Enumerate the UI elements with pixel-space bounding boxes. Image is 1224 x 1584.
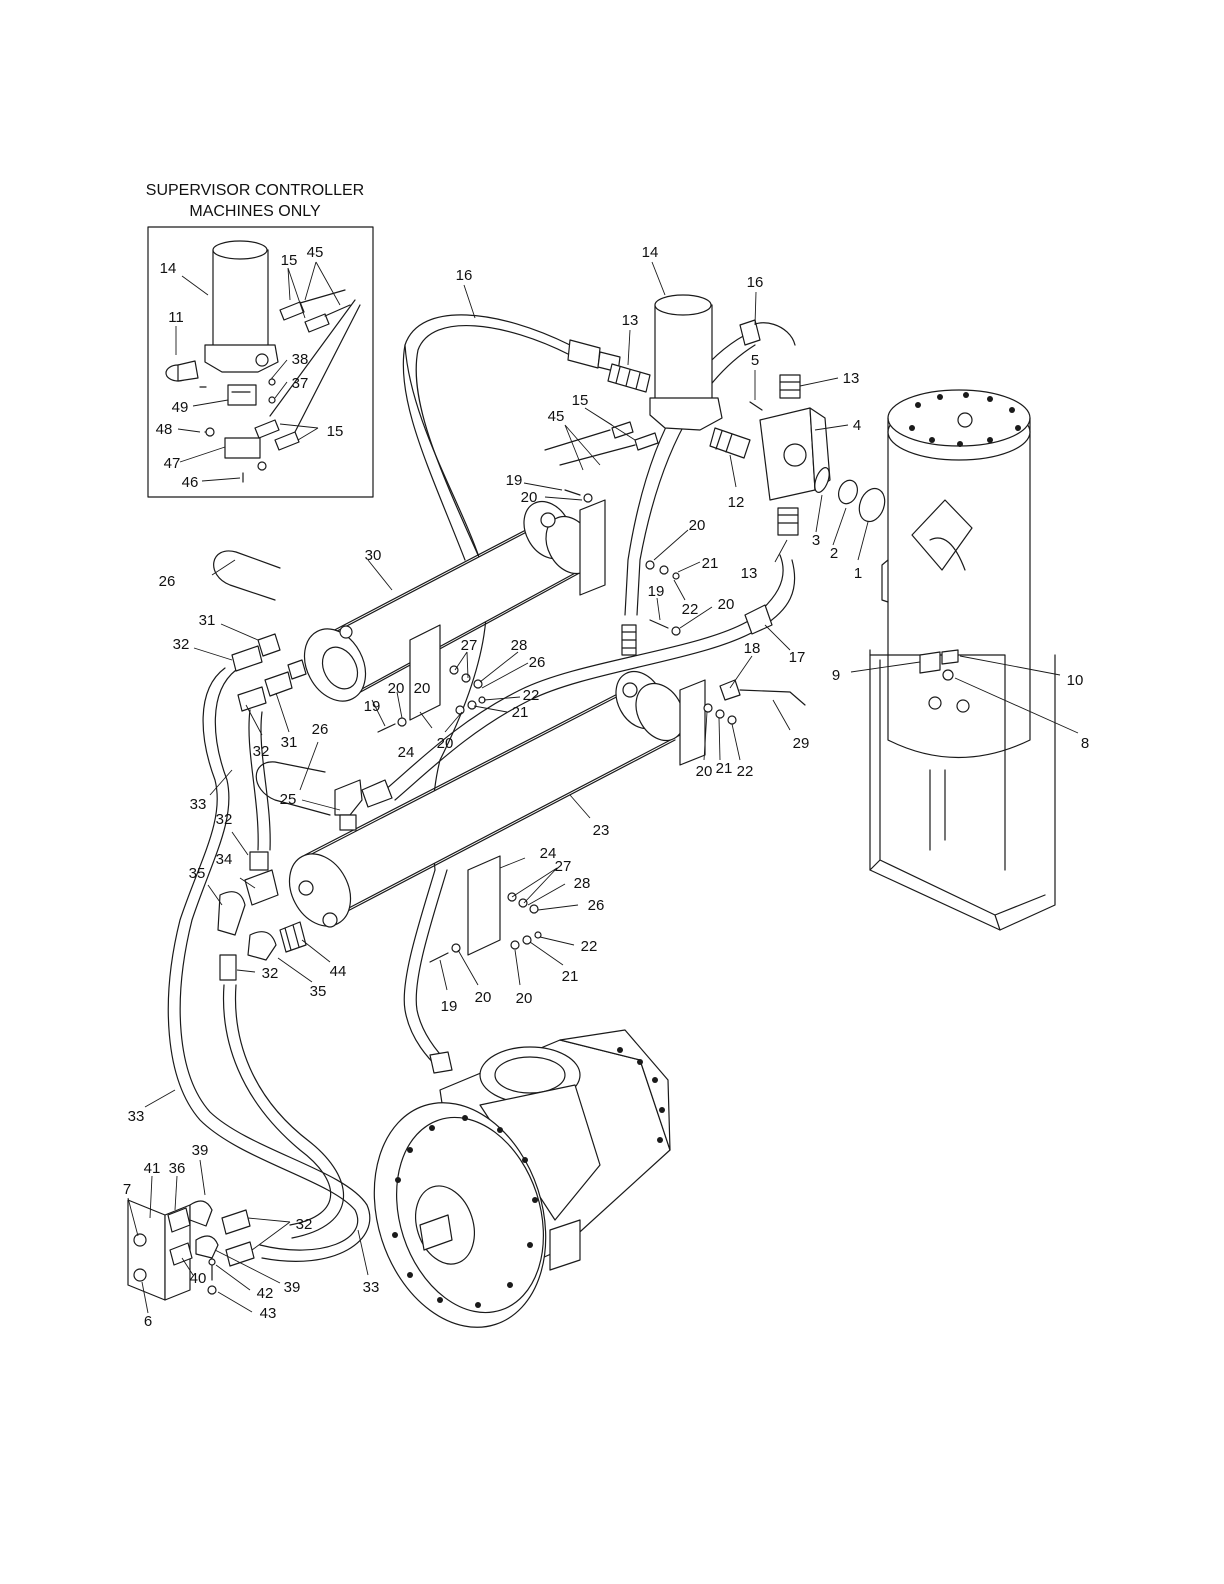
part-callout-35: 35 (189, 865, 206, 882)
part-callout-44: 44 (330, 963, 347, 980)
part-callout-47: 47 (164, 455, 181, 472)
inset-title-line2: MACHINES ONLY (189, 203, 321, 220)
part-callout-15: 15 (327, 423, 344, 440)
part-callout-35: 35 (310, 983, 327, 1000)
part-callout-9: 9 (832, 667, 840, 684)
part-callout-15: 15 (572, 392, 589, 409)
part-callout-13: 13 (622, 312, 639, 329)
part-callout-21: 21 (512, 704, 529, 721)
part-callout-46: 46 (182, 474, 199, 491)
part-callout-37: 37 (292, 375, 309, 392)
part-callout-10: 10 (1067, 672, 1084, 689)
part-callout-40: 40 (190, 1270, 207, 1287)
part-callout-18: 18 (744, 640, 761, 657)
part-callout-30: 30 (365, 547, 382, 564)
part-callout-33: 33 (190, 796, 207, 813)
part-callout-34: 34 (216, 851, 233, 868)
part-callout-22: 22 (682, 601, 699, 618)
inset-title-line1: SUPERVISOR CONTROLLER (146, 182, 364, 199)
part-callout-7: 7 (123, 1181, 131, 1198)
part-callout-33: 33 (128, 1108, 145, 1125)
part-callout-21: 21 (702, 555, 719, 572)
heat-exchanger-upper (292, 493, 605, 720)
part-callout-15: 15 (281, 252, 298, 269)
part-callout-32: 32 (173, 636, 190, 653)
part-callout-27: 27 (461, 637, 478, 654)
part-callout-21: 21 (716, 760, 733, 777)
part-callout-19: 19 (506, 472, 523, 489)
part-callout-1: 1 (854, 565, 862, 582)
part-callout-14: 14 (160, 260, 177, 277)
part-callout-26: 26 (588, 897, 605, 914)
part-callout-22: 22 (737, 763, 754, 780)
part-callout-24: 24 (398, 744, 415, 761)
part-callout-3: 3 (812, 532, 820, 549)
part-callout-16: 16 (747, 274, 764, 291)
part-callout-22: 22 (581, 938, 598, 955)
part-callout-20: 20 (414, 680, 431, 697)
part-callout-45: 45 (307, 244, 324, 261)
inset-filter-drawing (166, 241, 360, 482)
part-callout-38: 38 (292, 351, 309, 368)
part-callout-20: 20 (521, 489, 538, 506)
part-callout-20: 20 (718, 596, 735, 613)
part-callout-14: 14 (642, 244, 659, 261)
part-callout-27: 27 (555, 858, 572, 875)
part-callout-42: 42 (257, 1285, 274, 1302)
part-callout-45: 45 (548, 408, 565, 425)
part-callout-43: 43 (260, 1305, 277, 1322)
part-callout-11: 11 (168, 309, 184, 326)
fittings (218, 320, 889, 1073)
part-callout-26: 26 (312, 721, 329, 738)
part-callout-32: 32 (216, 811, 233, 828)
part-callout-29: 29 (793, 735, 810, 752)
part-callout-17: 17 (789, 649, 806, 666)
part-callout-26: 26 (529, 654, 546, 671)
part-callout-6: 6 (144, 1313, 152, 1330)
part-callout-31: 31 (199, 612, 216, 629)
part-callout-19: 19 (364, 698, 381, 715)
part-callout-21: 21 (562, 968, 579, 985)
part-callout-20: 20 (437, 735, 454, 752)
part-callout-39: 39 (192, 1142, 209, 1159)
part-callout-28: 28 (511, 637, 528, 654)
part-callout-49: 49 (172, 399, 189, 416)
part-callout-33: 33 (363, 1279, 380, 1296)
part-callout-8: 8 (1081, 735, 1089, 752)
part-callout-20: 20 (388, 680, 405, 697)
part-callout-16: 16 (456, 267, 473, 284)
part-callout-5: 5 (751, 352, 759, 369)
part-callout-20: 20 (475, 989, 492, 1006)
part-callout-32: 32 (296, 1216, 313, 1233)
part-callout-36: 36 (169, 1160, 186, 1177)
part-callout-32: 32 (262, 965, 279, 982)
part-callout-12: 12 (728, 494, 745, 511)
part-callout-20: 20 (696, 763, 713, 780)
part-callout-26: 26 (159, 573, 176, 590)
part-callout-48: 48 (156, 421, 173, 438)
part-callout-13: 13 (843, 370, 860, 387)
compressor-airend (346, 1030, 670, 1350)
part-callout-31: 31 (281, 734, 298, 751)
part-callout-22: 22 (523, 687, 540, 704)
part-callout-25: 25 (280, 791, 297, 808)
part-callout-4: 4 (853, 417, 861, 434)
oil-filter-main (650, 295, 722, 430)
part-callout-28: 28 (574, 875, 591, 892)
part-callout-13: 13 (741, 565, 758, 582)
part-callout-23: 23 (593, 822, 610, 839)
part-callout-41: 41 (144, 1160, 161, 1177)
part-callout-2: 2 (830, 545, 838, 562)
part-callout-19: 19 (441, 998, 458, 1015)
receiver-tank (870, 390, 1055, 930)
part-callout-20: 20 (689, 517, 706, 534)
part-callout-32: 32 (253, 743, 270, 760)
part-callout-39: 39 (284, 1279, 301, 1296)
part-callout-19: 19 (648, 583, 665, 600)
part-callout-20: 20 (516, 990, 533, 1007)
